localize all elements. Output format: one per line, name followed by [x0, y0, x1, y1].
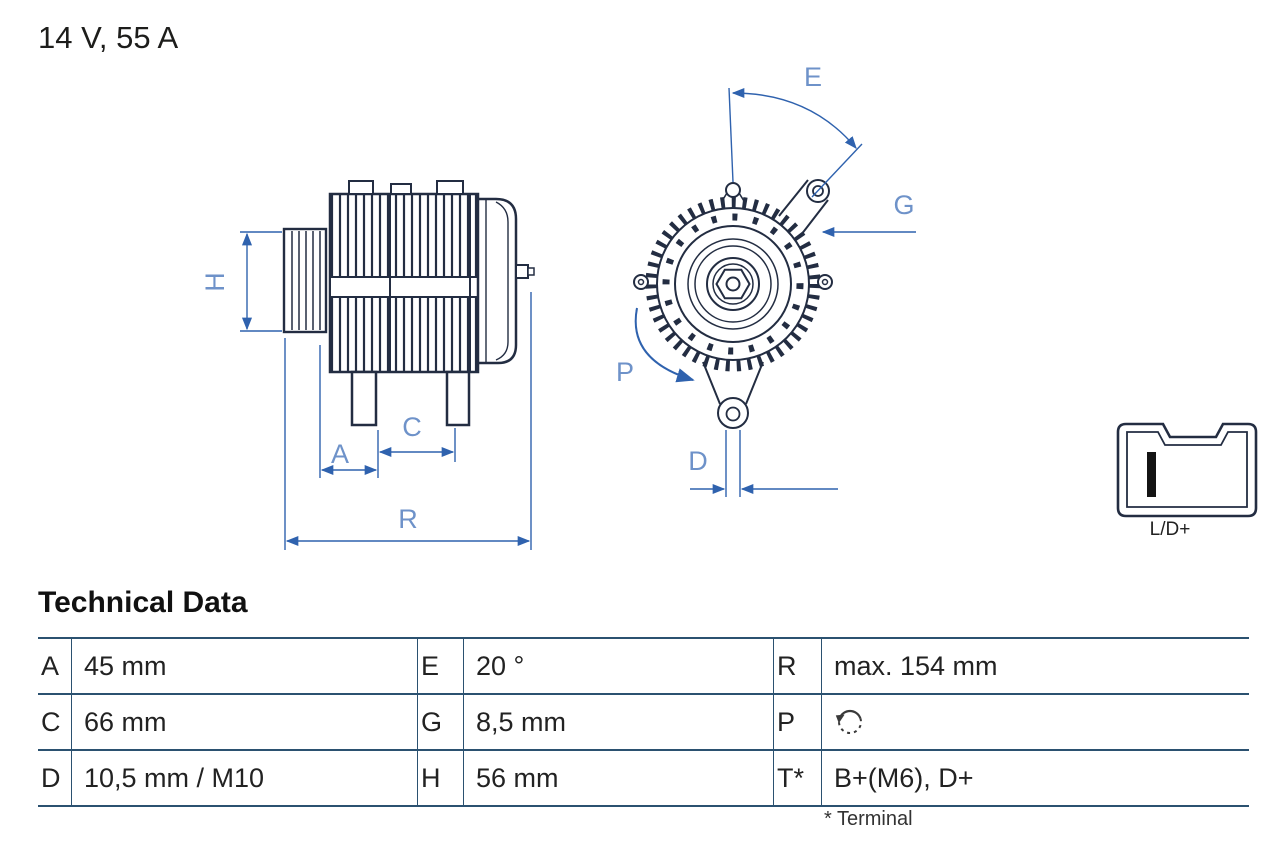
rotation-arrow-P — [634, 307, 695, 383]
alternator-side-view — [282, 180, 535, 427]
table-key-C: C — [38, 695, 72, 751]
terminal-pin — [1147, 452, 1156, 497]
table-value-T: B+(M6), D+ — [822, 751, 1249, 807]
table-key-R: R — [774, 639, 822, 695]
alternator-body — [328, 180, 480, 374]
rear-cap — [476, 197, 518, 365]
terminal-footnote: * Terminal — [824, 808, 913, 830]
dimension-H — [240, 231, 282, 332]
table-key-T: T* — [774, 751, 822, 807]
table-value-C: 66 mm — [72, 695, 418, 751]
vent-slots-ring — [662, 213, 804, 355]
dimension-A — [319, 345, 379, 478]
connector-label: L/D+ — [1150, 519, 1191, 540]
table-value-D: 10,5 mm / M10 — [72, 751, 418, 807]
table-key-G: G — [418, 695, 464, 751]
rotation-ccw-icon — [835, 709, 862, 734]
bottom-foot — [702, 361, 764, 429]
technical-data-table: A 45 mm E 20 ° R max. 154 mm C 66 mm G 8… — [38, 637, 1249, 807]
connector-diagram: L/D+ — [1116, 422, 1258, 540]
table-value-E: 20 ° — [464, 639, 774, 695]
alternator-front-view — [633, 179, 833, 429]
terminal-stud — [515, 264, 535, 279]
side-ears — [633, 274, 833, 290]
shaft-nut-hex — [715, 268, 751, 300]
table-key-P: P — [774, 695, 822, 751]
technical-drawing: H A C R — [200, 62, 1258, 550]
table-value-R: max. 154 mm — [822, 639, 1249, 695]
table-value-H: 56 mm — [464, 751, 774, 807]
dimension-E — [728, 87, 863, 198]
dimension-label-P: P — [616, 357, 634, 387]
dimension-D — [690, 430, 838, 497]
table-value-G: 8,5 mm — [464, 695, 774, 751]
top-lug — [721, 182, 745, 202]
dimension-label-A: A — [331, 439, 349, 469]
dimension-label-R: R — [398, 504, 418, 534]
dimension-label-H: H — [200, 272, 230, 292]
upper-right-arm — [778, 179, 830, 236]
dimension-C — [378, 428, 456, 462]
table-value-A: 45 mm — [72, 639, 418, 695]
stator-teeth-ring — [645, 196, 821, 372]
technical-drawing-svg: H A C R — [200, 62, 1258, 550]
dimension-label-G: G — [893, 190, 914, 220]
table-value-P — [822, 695, 1249, 751]
table-key-E: E — [418, 639, 464, 695]
mounting-feet — [350, 370, 471, 427]
voltage-amperage-label: 14 V, 55 A — [38, 20, 179, 55]
dimension-label-C: C — [402, 412, 422, 442]
table-key-A: A — [38, 639, 72, 695]
dimension-label-E: E — [804, 62, 822, 92]
table-key-D: D — [38, 751, 72, 807]
dimension-R — [284, 292, 532, 550]
pulley — [282, 227, 328, 334]
technical-data-title: Technical Data — [38, 586, 248, 619]
table-key-H: H — [418, 751, 464, 807]
dimension-label-D: D — [688, 446, 708, 476]
